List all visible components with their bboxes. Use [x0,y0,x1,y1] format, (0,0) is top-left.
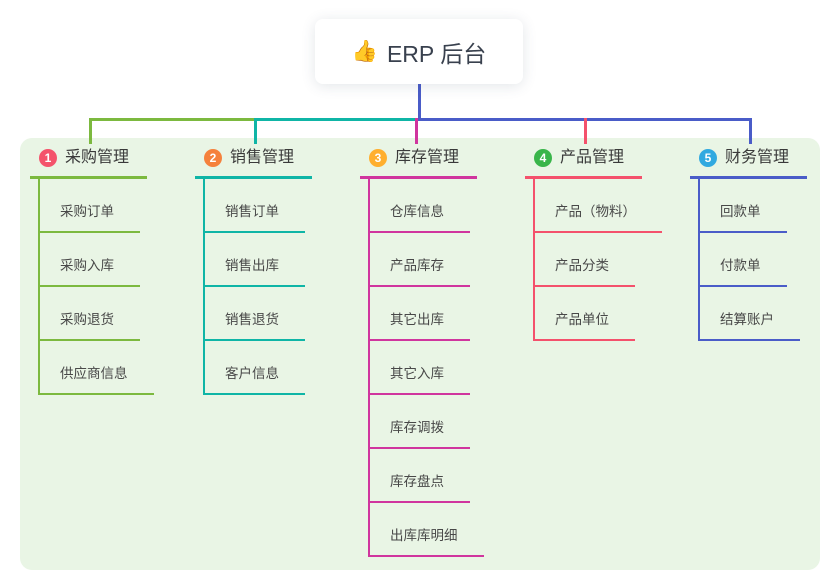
branch-库存管理: 3 库存管理 仓库信息 产品库存 其它出库 其它入库 库存调拨 库存盘点 出库库… [360,146,484,557]
child-row: 供应商信息 [40,341,154,395]
child-node[interactable]: 库存调拨 [370,420,470,449]
branch-number-badge: 5 [699,149,717,167]
child-node[interactable]: 客户信息 [205,366,305,395]
branch-产品管理: 4 产品管理 产品（物料） 产品分类 产品单位 [525,146,662,341]
child-row: 销售订单 [205,179,312,233]
child-node[interactable]: 供应商信息 [40,366,154,395]
branch-number-badge: 1 [39,149,57,167]
branch-number-badge: 2 [204,149,222,167]
child-row: 采购订单 [40,179,154,233]
bus-segment-mid [253,118,421,121]
branch-node[interactable]: 4 产品管理 [525,146,642,179]
child-node[interactable]: 结算账户 [700,312,800,341]
drop-line-sales [253,118,257,144]
branch-title-label: 销售管理 [230,149,295,166]
child-node[interactable]: 采购订单 [40,204,140,233]
branch-number-badge: 4 [534,149,552,167]
child-node[interactable]: 库存盘点 [370,474,470,503]
branch-title-label: 采购管理 [65,149,130,166]
child-row: 销售退货 [205,287,312,341]
child-node[interactable]: 付款单 [700,258,787,287]
branch-children: 采购订单 采购入库 采购退货 供应商信息 [38,179,154,395]
child-node[interactable]: 其它入库 [370,366,470,395]
child-node[interactable]: 出库库明细 [370,528,484,557]
branch-children: 回款单 付款单 结算账户 [698,179,807,341]
child-row: 出库库明细 [370,503,484,557]
branch-children: 产品（物料） 产品分类 产品单位 [533,179,662,341]
branch-title-label: 库存管理 [395,149,460,166]
child-row: 采购退货 [40,287,154,341]
child-node[interactable]: 产品单位 [535,312,635,341]
child-row: 库存调拨 [370,395,484,449]
branch-children: 仓库信息 产品库存 其它出库 其它入库 库存调拨 库存盘点 出库库明细 [368,179,484,557]
child-row: 其它出库 [370,287,484,341]
root-stem-line [417,84,421,121]
branch-销售管理: 2 销售管理 销售订单 销售出库 销售退货 客户信息 [195,146,312,395]
child-node[interactable]: 仓库信息 [370,204,470,233]
drop-line-inventory [415,118,418,144]
child-node[interactable]: 产品（物料） [535,204,662,233]
child-node[interactable]: 采购入库 [40,258,140,287]
child-node[interactable]: 销售订单 [205,204,305,233]
root-node[interactable]: 👍 ERP 后台 [315,19,523,84]
branch-采购管理: 1 采购管理 采购订单 采购入库 采购退货 供应商信息 [30,146,154,395]
branch-children: 销售订单 销售出库 销售退货 客户信息 [203,179,312,395]
drop-line-product [583,118,587,144]
branch-node[interactable]: 3 库存管理 [360,146,477,179]
child-node[interactable]: 产品分类 [535,258,635,287]
branches-panel [20,138,820,570]
branch-node[interactable]: 5 财务管理 [690,146,807,179]
child-row: 结算账户 [700,287,807,341]
child-row: 客户信息 [205,341,312,395]
child-node[interactable]: 回款单 [700,204,787,233]
child-row: 仓库信息 [370,179,484,233]
branch-number-badge: 3 [369,149,387,167]
thumbs-up-icon: 👍 [351,39,378,63]
branch-node[interactable]: 1 采购管理 [30,146,147,179]
branch-title-label: 产品管理 [560,149,625,166]
branch-node[interactable]: 2 销售管理 [195,146,312,179]
root-node-label: ERP 后台 [386,40,487,67]
drop-line-purchase [88,118,92,144]
child-node[interactable]: 产品库存 [370,258,470,287]
child-node[interactable]: 销售出库 [205,258,305,287]
child-row: 库存盘点 [370,449,484,503]
child-row: 采购入库 [40,233,154,287]
drop-line-finance [748,118,752,144]
branch-title-label: 财务管理 [725,149,790,166]
child-row: 产品（物料） [535,179,662,233]
child-row: 产品分类 [535,233,662,287]
child-row: 产品库存 [370,233,484,287]
branch-财务管理: 5 财务管理 回款单 付款单 结算账户 [690,146,807,341]
child-row: 回款单 [700,179,807,233]
child-row: 其它入库 [370,341,484,395]
child-node[interactable]: 销售退货 [205,312,305,341]
child-node[interactable]: 其它出库 [370,312,470,341]
bus-segment-left [88,118,257,121]
child-row: 付款单 [700,233,807,287]
child-node[interactable]: 采购退货 [40,312,140,341]
child-row: 销售出库 [205,233,312,287]
child-row: 产品单位 [535,287,662,341]
